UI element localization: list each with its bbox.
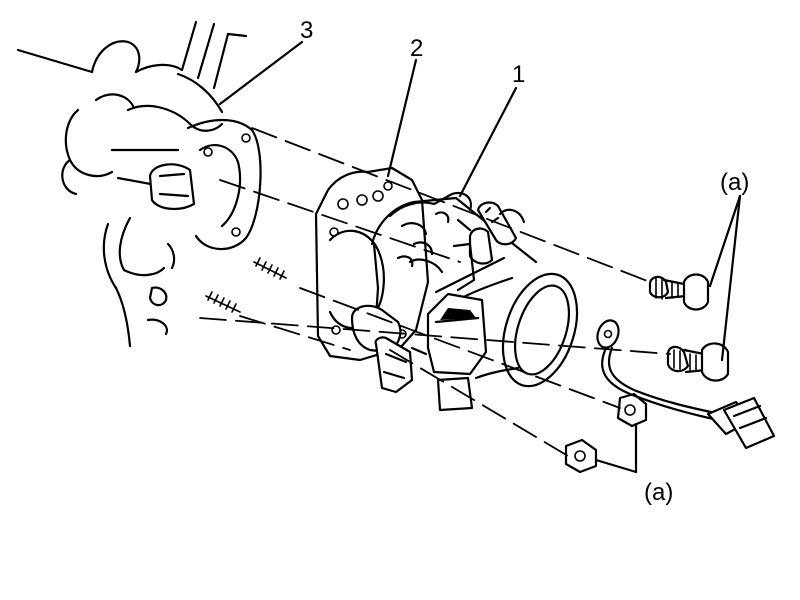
leader-part-3 (218, 40, 304, 106)
nut-upper (616, 392, 648, 428)
callout-fastener-nuts: (a) (644, 479, 673, 506)
throttle-body (350, 191, 579, 412)
nut-lower (564, 438, 598, 474)
mounting-stud-upper (253, 257, 287, 280)
bolt-upper (648, 273, 710, 311)
callout-part-3: 3 (300, 17, 313, 44)
leader-part-1 (458, 86, 518, 198)
leader-bolt-lower (720, 194, 742, 362)
intake-manifold (16, 20, 262, 348)
ground-wire (596, 319, 722, 422)
bolt-lower (666, 342, 730, 382)
leader-part-2 (386, 58, 418, 178)
callout-fastener-bolts: (a) (720, 169, 749, 196)
mounting-stud-lower (205, 291, 241, 313)
leader-bolt-upper (708, 194, 742, 288)
callout-part-1: 1 (512, 61, 525, 88)
assembly-guide-lines (199, 127, 671, 457)
callout-part-2: 2 (410, 35, 423, 62)
leader-nut-lower (594, 458, 638, 474)
wire-connector (706, 396, 776, 450)
leader-lines (218, 40, 742, 474)
